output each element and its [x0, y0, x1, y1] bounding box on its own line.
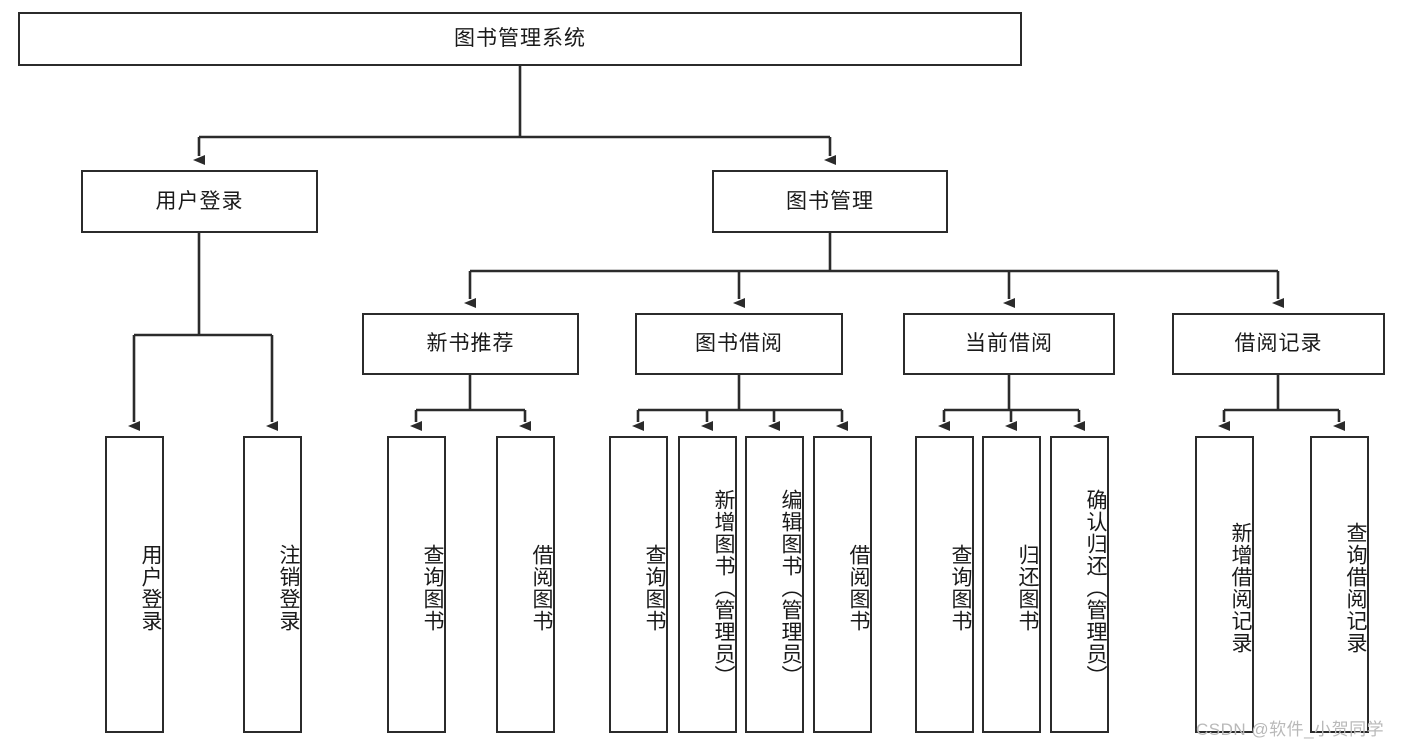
node-borrow-record[interactable]: 借阅记录	[1172, 313, 1385, 375]
node-book-borrow[interactable]: 图书借阅	[635, 313, 843, 375]
node-current-borrow[interactable]: 当前借阅	[903, 313, 1115, 375]
node-new-book-recommend[interactable]: 新书推荐	[362, 313, 579, 375]
leaf-book-borrow-borrow[interactable]: 借阅图书	[813, 436, 872, 733]
node-root-system[interactable]: 图书管理系统	[18, 12, 1022, 66]
leaf-borrow-record-query[interactable]: 查询借阅记录	[1310, 436, 1369, 733]
leaf-current-borrow-query[interactable]: 查询图书	[915, 436, 974, 733]
leaf-user-login-login[interactable]: 用户登录	[105, 436, 164, 733]
node-book-management[interactable]: 图书管理	[712, 170, 948, 233]
leaf-book-borrow-add[interactable]: 新增图书（管理员）	[678, 436, 737, 733]
leaf-new-book-borrow[interactable]: 借阅图书	[496, 436, 555, 733]
leaf-borrow-record-add[interactable]: 新增借阅记录	[1195, 436, 1254, 733]
node-user-login[interactable]: 用户登录	[81, 170, 318, 233]
leaf-current-borrow-return[interactable]: 归还图书	[982, 436, 1041, 733]
watermark-text: CSDN @软件_小贺同学	[1196, 720, 1385, 739]
leaf-current-borrow-confirm-return[interactable]: 确认归还（管理员）	[1050, 436, 1109, 733]
leaf-book-borrow-query[interactable]: 查询图书	[609, 436, 668, 733]
leaf-new-book-query[interactable]: 查询图书	[387, 436, 446, 733]
leaf-book-borrow-edit[interactable]: 编辑图书（管理员）	[745, 436, 804, 733]
leaf-user-login-logout[interactable]: 注销登录	[243, 436, 302, 733]
